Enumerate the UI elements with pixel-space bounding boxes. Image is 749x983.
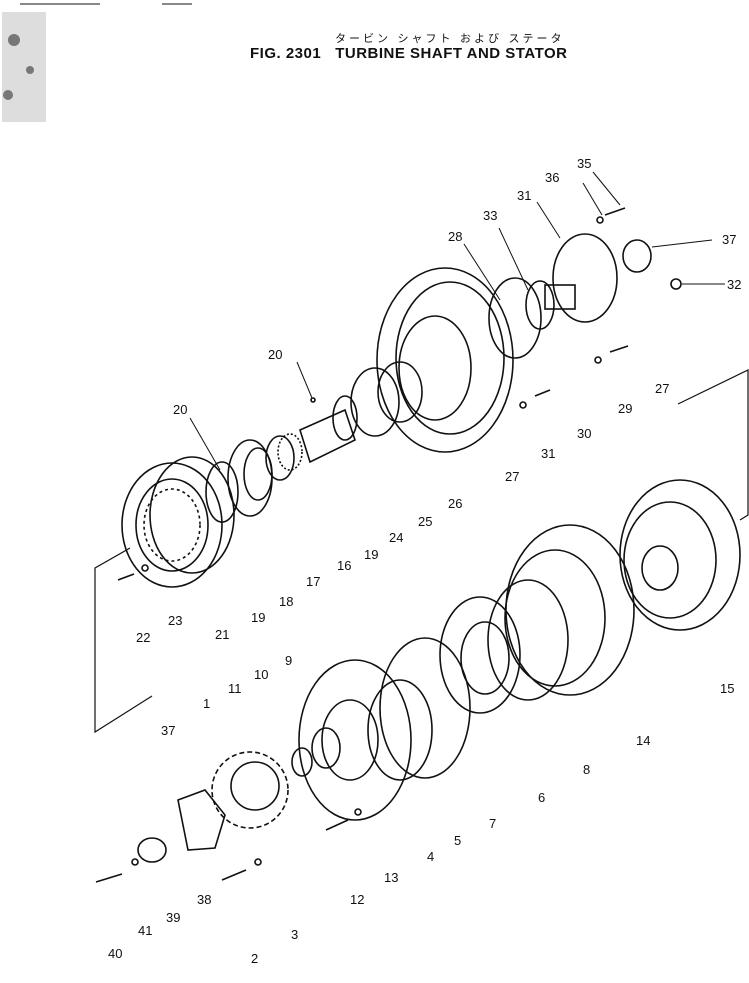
part-7-ring xyxy=(379,637,471,779)
part-39-yoke xyxy=(177,789,226,851)
callout-5: 5 xyxy=(454,833,461,848)
callout-12: 12 xyxy=(350,892,364,907)
assembly-connector-lines xyxy=(94,369,749,734)
part-16-shaft xyxy=(299,408,356,464)
part-11-seal xyxy=(291,747,313,777)
callout-23: 23 xyxy=(168,613,182,628)
callout-14: 14 xyxy=(636,733,650,748)
callout-30: 29 xyxy=(618,401,632,416)
callout-10: 10 xyxy=(254,667,268,682)
callout-28: 28 xyxy=(448,229,462,244)
callout-25: 25 xyxy=(418,514,432,529)
part-14-housing xyxy=(504,524,635,696)
callout-29: 27 xyxy=(655,381,669,396)
callout-6: 6 xyxy=(538,790,545,805)
callout-17: 17 xyxy=(306,574,320,589)
part-6-plate xyxy=(439,596,521,714)
callout-16: 16 xyxy=(337,558,351,573)
callout-7: 7 xyxy=(489,816,496,831)
part-8-stator xyxy=(487,579,569,701)
scan-noise xyxy=(2,12,46,122)
part-33-cover xyxy=(544,233,618,323)
callout-24: 24 xyxy=(389,530,403,545)
callout-41: 39 xyxy=(166,910,180,925)
callout-40: 38 xyxy=(197,892,211,907)
part-19-snap-ring xyxy=(205,461,239,523)
callout-20b: 20 xyxy=(173,402,187,417)
callout-labels: 35 36 31 33 28 37 32 20 27 29 20 30 31 2… xyxy=(108,156,741,966)
part-35-seal xyxy=(525,280,555,330)
callout-33: 31 xyxy=(517,188,531,203)
part-21-gear-ring xyxy=(121,456,235,588)
part-25-housing xyxy=(350,361,423,437)
callout-3: 3 xyxy=(291,927,298,942)
callout-21: 21 xyxy=(215,627,229,642)
small-fasteners-bottom xyxy=(95,564,362,883)
callout-13: 13 xyxy=(384,870,398,885)
leader-lines xyxy=(189,171,725,471)
callout-43: 41 xyxy=(138,923,152,938)
callout-35: 33 xyxy=(483,208,497,223)
part-36-gear xyxy=(622,239,652,273)
japanese-title: タービン シャフト および ステータ xyxy=(335,32,565,45)
callout-1: 1 xyxy=(203,696,210,711)
part-15-turbine xyxy=(619,479,741,631)
part-40-cap xyxy=(137,837,167,863)
callout-19a: 19 xyxy=(364,547,378,562)
part-28-gasket xyxy=(488,277,542,359)
part-24-bearing xyxy=(332,395,358,441)
callout-20a: 20 xyxy=(268,347,282,362)
callout-26: 26 xyxy=(448,496,462,511)
callout-31: 30 xyxy=(577,426,591,441)
part-27-pump-housing xyxy=(376,267,514,453)
part-18-hub xyxy=(227,439,273,517)
callout-42: 40 xyxy=(108,946,122,961)
callout-19b: 19 xyxy=(251,610,265,625)
callout-27: 27 xyxy=(505,469,519,484)
callout-8: 8 xyxy=(583,762,590,777)
callout-39: 37 xyxy=(161,723,175,738)
callout-4: 4 xyxy=(427,849,434,864)
callout-38: 36 xyxy=(545,170,559,185)
part-10-bearing xyxy=(311,727,341,769)
callout-2: 2 xyxy=(251,951,258,966)
callout-32: 31 xyxy=(541,446,555,461)
small-fasteners-top xyxy=(310,207,682,409)
figure-number: FIG. 2301 xyxy=(250,45,322,62)
callout-9: 9 xyxy=(285,653,292,668)
callout-34: 32 xyxy=(727,277,741,292)
callout-11: 11 xyxy=(228,681,242,696)
callout-15: 15 xyxy=(720,681,734,696)
part-4-carrier xyxy=(298,659,412,821)
part-17-bearing xyxy=(265,433,303,481)
callout-36: 37 xyxy=(722,232,736,247)
figure-title: FIG. 2301 TURBINE SHAFT AND STATOR xyxy=(250,45,581,62)
callout-37: 35 xyxy=(577,156,591,171)
figure-caption: TURBINE SHAFT AND STATOR xyxy=(335,45,568,62)
callout-22: 22 xyxy=(136,630,150,645)
part-1-gear xyxy=(211,751,289,829)
part-5-ring xyxy=(367,679,433,781)
callout-18: 18 xyxy=(279,594,293,609)
